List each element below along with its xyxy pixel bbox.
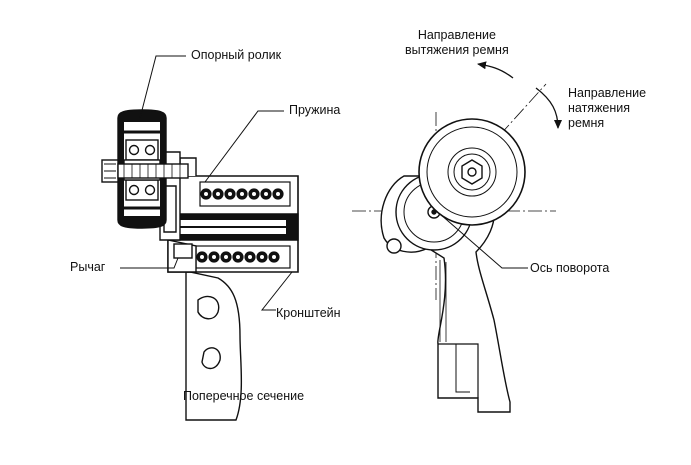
- label-support-roller: Опорный ролик: [191, 48, 282, 62]
- label-lever: Рычаг: [70, 260, 106, 274]
- leader-pivot-axis: [439, 213, 528, 269]
- cross-section-view: [101, 55, 299, 421]
- leader-spring: [204, 110, 284, 183]
- spring-upper: [199, 181, 291, 207]
- tensioner-pulley: [418, 118, 526, 226]
- label-bracket: Кронштейн: [276, 306, 341, 320]
- leader-support-roller: [139, 55, 186, 119]
- label-pull-direction-line1: Направление: [417, 28, 496, 42]
- label-tension-direction-line2: натяжения: [568, 101, 631, 115]
- pull-direction-arrow: [477, 61, 514, 79]
- label-pull-direction-line2: вытяжения ремня: [405, 43, 509, 57]
- spring-lower: [195, 245, 291, 269]
- tension-direction-arrow: [535, 87, 562, 129]
- label-tension-direction-line1: Направление: [568, 86, 647, 100]
- label-pull-direction: Направление вытяжения ремня: [405, 28, 509, 58]
- label-cross-section: Поперечное сечение: [183, 389, 305, 403]
- roller-bolt: [101, 159, 189, 183]
- label-tension-direction-line3: ремня: [568, 116, 605, 130]
- leader-bracket: [260, 271, 293, 311]
- label-spring: Пружина: [289, 103, 341, 117]
- label-tension-direction: Направление натяжения ремня: [568, 86, 646, 131]
- side-view: [352, 61, 562, 413]
- label-pivot-axis: Ось поворота: [530, 261, 610, 275]
- leader-lever: [120, 257, 179, 269]
